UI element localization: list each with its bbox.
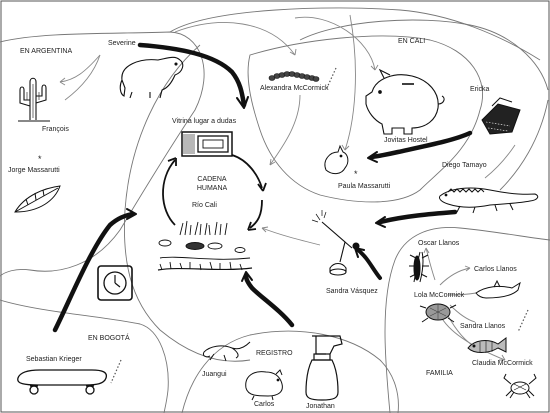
spray-bottle-icon: [305, 335, 343, 401]
squirrel-icon: [324, 144, 349, 175]
arrow-sandra-to-center: [261, 227, 321, 246]
arrow-diego-to-crocodile: [484, 144, 516, 179]
cadena-cycle-arrows: [162, 154, 267, 231]
person-label-claudia: Claudia McCormick: [472, 360, 533, 367]
cadena-title-line1: CADENA: [197, 176, 227, 183]
person-label-ericka: Ericka: [470, 86, 490, 93]
person-label-sandra-llanos: Sandra Llanos: [460, 323, 506, 330]
cadena-title-line2: HUMANA: [196, 184, 228, 192]
rio-cali-label: Río Cali: [192, 202, 217, 209]
familia-region-boundary: [384, 227, 550, 413]
registro-region-boundary: [181, 330, 399, 413]
insect-icon: [409, 251, 429, 283]
region-label-argentina: EN ARGENTINA: [20, 48, 73, 55]
cadena-humana-title: CADENA HUMANA: [197, 176, 227, 194]
thick-arrow-crocodile-to-sandra: [377, 209, 458, 225]
cycle-arrow-top: [231, 154, 263, 189]
crab-icon: [503, 373, 537, 399]
thick-arrow-severine-to-vitrina: [137, 42, 247, 108]
region-label-familia: FAMILIA: [426, 370, 453, 377]
person-label-sandra-vasquez: Sandra Vásquez: [326, 288, 378, 295]
lamp-icon: [311, 210, 360, 276]
outer-loop-boundary: [169, 7, 541, 61]
cali-region-boundary: [247, 35, 483, 203]
piggy-bank-icon: [365, 68, 445, 135]
caterpillar-icon: [268, 71, 320, 82]
person-label-alexandra: Alexandra McCormick: [260, 85, 329, 92]
lizard-icon: [203, 341, 251, 362]
region-label-cali: EN CALI: [398, 38, 426, 45]
vitrina-label: Vitrina lugar a dudas: [172, 118, 237, 125]
arrow-alexandra-to-paula: [269, 94, 301, 166]
dotted-line-bogota: [110, 359, 122, 384]
thin-arrows: [59, 14, 516, 361]
person-label-jorge: Jorge Massarutti: [8, 167, 60, 174]
dotted-line-alexandra: [325, 67, 337, 91]
person-label-oscar: Oscar Llanos: [418, 240, 460, 247]
person-label-juangui: Juangui: [202, 371, 227, 378]
skateboard-icon: [17, 369, 108, 395]
person-label-carlos: Carlos: [254, 401, 275, 408]
leaf-icon: [14, 185, 61, 213]
crocodile-icon: [439, 187, 539, 214]
arrow-lola-to-shark: [447, 292, 477, 296]
thick-arrow-registro-to-center: [243, 273, 295, 328]
turtle-icon: [419, 303, 457, 323]
person-label-jovitas: Jovitas Hostel: [384, 137, 428, 144]
person-label-lola: Lola McCormick: [414, 292, 465, 299]
clock-icon: [97, 265, 133, 301]
thick-arrow-ericka-to-paula: [369, 130, 473, 160]
typewriter-icon: [481, 97, 521, 135]
region-label-registro: REGISTRO: [256, 350, 293, 357]
arrow-severine-to-argentina: [59, 54, 101, 83]
arrow-lola-to-carlos-llanos: [439, 267, 471, 286]
shark-icon: [475, 279, 521, 299]
thick-arrow-sandra-to-bottom: [356, 248, 382, 280]
arrow-lola-to-oscar: [425, 247, 436, 281]
vitrina-icon: [181, 131, 233, 157]
argentina-region-boundary: [0, 31, 205, 277]
region-label-bogota: EN BOGOTÁ: [88, 335, 130, 342]
thick-arrow-bogota-to-center: [52, 211, 135, 333]
arrow-francois-to-severine: [64, 54, 101, 101]
arrow-lola-to-sandra-llanos: [449, 304, 476, 323]
person-label-diego: Diego Tamayo: [442, 162, 487, 169]
cactus-icon: [18, 77, 50, 122]
person-label-francois: François: [42, 126, 69, 133]
star-marker-jorge: *: [38, 154, 42, 164]
dotted-lines: [110, 67, 529, 384]
person-label-sebastian: Sebastian Krieger: [26, 356, 82, 363]
inner-loop-boundary: [299, 19, 549, 91]
left-sweep-boundary: [124, 44, 251, 362]
cycle-arrow-right: [249, 199, 263, 229]
right-sweep-boundary: [499, 99, 549, 191]
person-label-paula: Paula Massarutti: [338, 183, 391, 190]
star-marker-paula: *: [354, 169, 358, 179]
arrow-to-alexandra: [174, 22, 296, 56]
arrow-loop-to-paula: [344, 14, 356, 151]
cycle-arrow-left: [162, 159, 176, 226]
dotted-line-familia: [517, 309, 529, 333]
rio-cali-scene-icon: [157, 220, 253, 271]
fish-icon: [467, 337, 507, 353]
arrow-to-jovitas: [294, 16, 376, 71]
person-label-severine: Severine: [108, 40, 136, 47]
person-label-carlos-llanos: Carlos Llanos: [474, 266, 517, 273]
bogota-region-boundary: [0, 299, 169, 413]
capybara-icon: [119, 56, 184, 99]
arrow-lola-to-claudia: [439, 314, 506, 361]
thick-arrows: [52, 42, 473, 333]
rodent-icon: [245, 369, 283, 401]
person-label-jonathan: Jonathan: [306, 403, 335, 410]
